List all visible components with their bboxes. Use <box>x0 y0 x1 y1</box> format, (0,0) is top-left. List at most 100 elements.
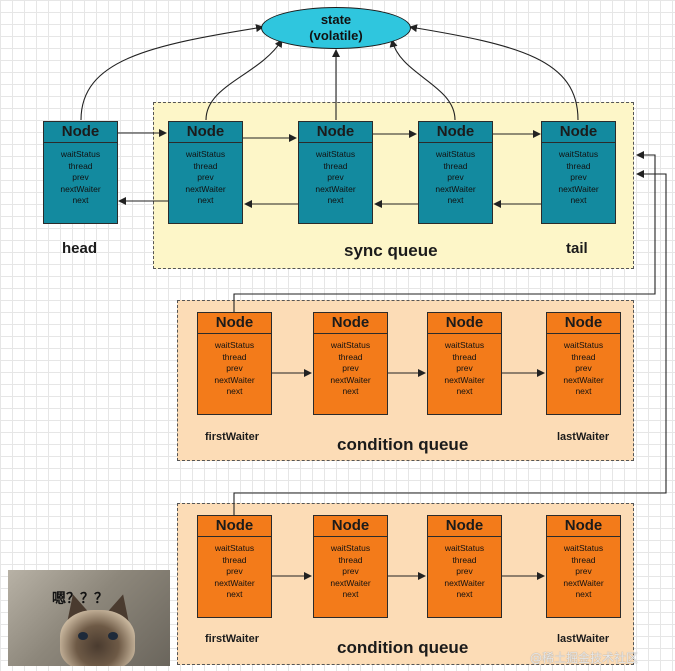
field-thread: thread <box>222 351 247 362</box>
sync-queue-title: sync queue <box>344 241 438 260</box>
cat-eye-right <box>108 632 118 640</box>
field-next: next <box>226 589 243 599</box>
field-prev: prev <box>327 172 344 182</box>
field-wait-status: waitStatus <box>563 543 604 553</box>
sync-node-head: Node waitStatus thread prev nextWaiter n… <box>43 121 118 224</box>
state-volatile-ellipse: state (volatile) <box>261 7 411 49</box>
field-prev: prev <box>72 172 89 182</box>
field-thread: thread <box>193 160 218 171</box>
field-wait-status: waitStatus <box>435 149 476 159</box>
field-next: next <box>342 386 359 396</box>
field-thread: thread <box>68 160 93 171</box>
head-label: head <box>62 240 98 257</box>
field-wait-status: waitStatus <box>444 543 485 553</box>
condition-queue-title: condition queue <box>337 638 469 657</box>
field-prev: prev <box>226 566 243 576</box>
field-next-waiter: nextWaiter <box>214 374 255 385</box>
field-next-waiter: nextWaiter <box>315 183 356 194</box>
first-waiter-label: firstWaiter <box>205 633 259 645</box>
field-thread: thread <box>338 351 363 362</box>
field-wait-status: waitStatus <box>563 340 604 350</box>
field-prev: prev <box>226 363 243 373</box>
field-next-waiter: nextWaiter <box>330 374 371 385</box>
field-thread: thread <box>338 554 363 565</box>
field-next: next <box>456 589 473 599</box>
sync-node-tail: Node waitStatus thread prev nextWaiter n… <box>541 121 616 224</box>
condition-1-node-last: Node waitStatus thread prev nextWaiter n… <box>546 312 621 415</box>
field-prev: prev <box>447 172 464 182</box>
node-title: Node <box>314 313 387 334</box>
node-title: Node <box>169 122 242 143</box>
node-title: Node <box>547 313 620 334</box>
field-next: next <box>226 386 243 396</box>
field-wait-status: waitStatus <box>185 149 226 159</box>
cat-face <box>60 610 135 666</box>
condition-2-node-first: Node waitStatus thread prev nextWaiter n… <box>197 515 272 618</box>
field-thread: thread <box>222 554 247 565</box>
field-thread: thread <box>566 160 591 171</box>
condition-queue-title: condition queue <box>337 435 469 454</box>
field-thread: thread <box>452 351 477 362</box>
first-waiter-label: firstWaiter <box>205 431 259 443</box>
sync-node-4: Node waitStatus thread prev nextWaiter n… <box>418 121 493 224</box>
node-title: Node <box>542 122 615 143</box>
field-prev: prev <box>575 363 592 373</box>
field-thread: thread <box>571 351 596 362</box>
field-prev: prev <box>197 172 214 182</box>
state-volatile-label: (volatile) <box>309 28 363 43</box>
field-wait-status: waitStatus <box>315 149 356 159</box>
field-next: next <box>327 195 344 205</box>
field-next-waiter: nextWaiter <box>330 577 371 588</box>
last-waiter-label: lastWaiter <box>557 431 610 443</box>
field-next: next <box>456 386 473 396</box>
condition-2-node-3: Node waitStatus thread prev nextWaiter n… <box>427 515 502 618</box>
node-title: Node <box>299 122 372 143</box>
sync-node-3: Node waitStatus thread prev nextWaiter n… <box>298 121 373 224</box>
field-next-waiter: nextWaiter <box>444 374 485 385</box>
node-title: Node <box>198 313 271 334</box>
condition-2-node-2: Node waitStatus thread prev nextWaiter n… <box>313 515 388 618</box>
node-title: Node <box>428 313 501 334</box>
field-next-waiter: nextWaiter <box>558 183 599 194</box>
condition-2-node-last: Node waitStatus thread prev nextWaiter n… <box>546 515 621 618</box>
field-next-waiter: nextWaiter <box>60 183 101 194</box>
field-prev: prev <box>456 566 473 576</box>
field-wait-status: waitStatus <box>330 340 371 350</box>
field-next-waiter: nextWaiter <box>563 374 604 385</box>
sync-node-2: Node waitStatus thread prev nextWaiter n… <box>168 121 243 224</box>
field-prev: prev <box>570 172 587 182</box>
field-wait-status: waitStatus <box>558 149 599 159</box>
field-next: next <box>72 195 89 205</box>
field-prev: prev <box>342 363 359 373</box>
condition-1-node-3: Node waitStatus thread prev nextWaiter n… <box>427 312 502 415</box>
field-prev: prev <box>342 566 359 576</box>
field-wait-status: waitStatus <box>60 149 101 159</box>
field-thread: thread <box>323 160 348 171</box>
field-wait-status: waitStatus <box>214 340 255 350</box>
node-title: Node <box>428 516 501 537</box>
node-title: Node <box>419 122 492 143</box>
field-next: next <box>570 195 587 205</box>
tail-label: tail <box>566 240 588 257</box>
field-next-waiter: nextWaiter <box>214 577 255 588</box>
meme-caption: 嗯？？？ <box>52 591 108 607</box>
cat-meme-image: 嗯？？？ <box>8 570 170 666</box>
field-wait-status: waitStatus <box>330 543 371 553</box>
field-next: next <box>197 195 214 205</box>
node-title: Node <box>547 516 620 537</box>
condition-1-node-first: Node waitStatus thread prev nextWaiter n… <box>197 312 272 415</box>
field-prev: prev <box>575 566 592 576</box>
field-thread: thread <box>571 554 596 565</box>
node-title: Node <box>44 122 117 143</box>
watermark: @稀土掘金技术社区 <box>530 651 639 665</box>
condition-1-node-2: Node waitStatus thread prev nextWaiter n… <box>313 312 388 415</box>
field-next-waiter: nextWaiter <box>185 183 226 194</box>
field-next: next <box>575 386 592 396</box>
field-next-waiter: nextWaiter <box>563 577 604 588</box>
field-next: next <box>575 589 592 599</box>
node-title: Node <box>314 516 387 537</box>
field-next-waiter: nextWaiter <box>444 577 485 588</box>
field-thread: thread <box>443 160 468 171</box>
state-label: state <box>320 12 352 27</box>
